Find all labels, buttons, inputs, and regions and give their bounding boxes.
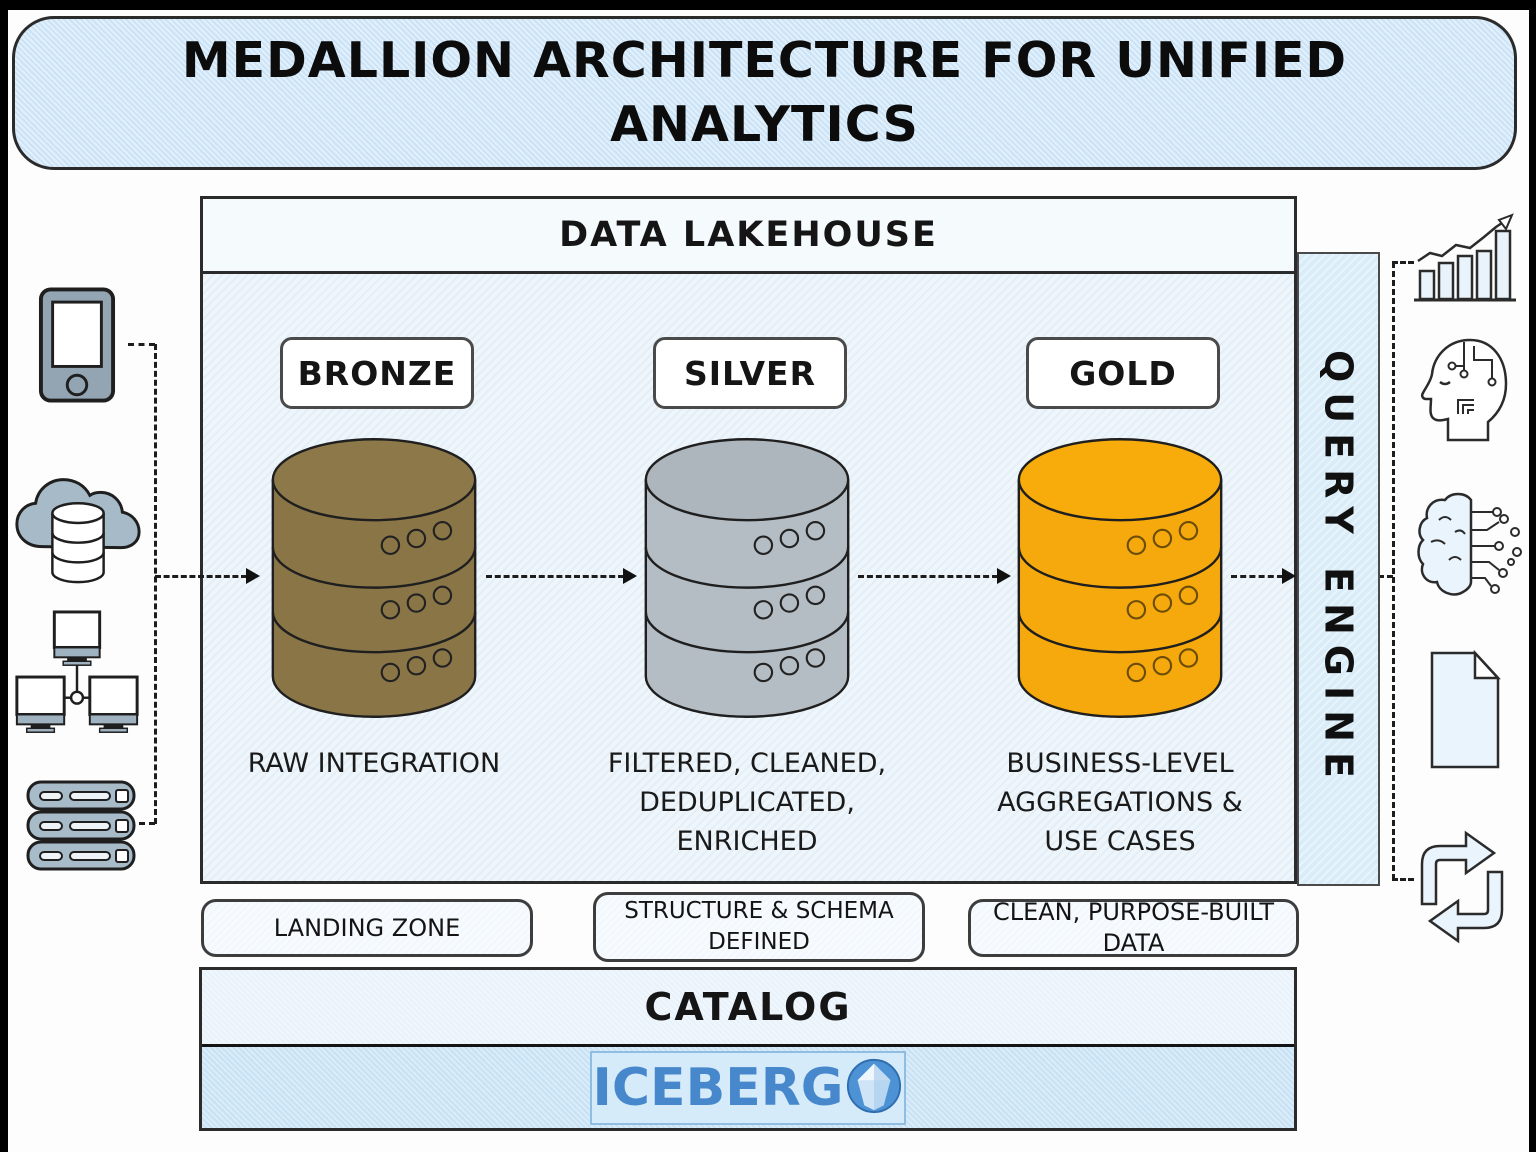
arrowhead <box>1282 568 1296 584</box>
title-line-2: ANALYTICS <box>610 96 919 153</box>
landing-zone-label: LANDING ZONE <box>273 913 461 942</box>
bronze-badge: BRONZE <box>280 337 474 409</box>
title-line-1: MEDALLION ARCHITECTURE FOR UNIFIED <box>181 32 1348 89</box>
flow-arrow-silver-to-gold <box>858 575 998 578</box>
gold-database-icon <box>1014 433 1226 723</box>
sync-connector-stub <box>1392 878 1414 881</box>
structure-schema-line: DEFINED <box>708 929 810 955</box>
gold-desc-line: USE CASES <box>1044 826 1196 857</box>
cloud-database-icon <box>8 452 148 594</box>
gold-badge: GOLD <box>1026 337 1220 409</box>
flow-arrow-sources-to-bronze <box>155 575 247 578</box>
frame-left-bar <box>0 0 8 1152</box>
iceberg-logo-icon <box>845 1057 903 1119</box>
sources-connector-line <box>154 344 157 824</box>
silver-desc-line: ENRICHED <box>676 826 818 857</box>
data-lakehouse-header: DATA LAKEHOUSE <box>200 196 1297 274</box>
arrowhead <box>997 568 1011 584</box>
clean-data-label: CLEAN, PURPOSE-BUILT DATA <box>992 898 1275 957</box>
silver-desc-line: DEDUPLICATED, <box>639 787 855 818</box>
landing-zone-note: LANDING ZONE <box>201 899 533 957</box>
catalog-panel: CATALOG ICEBERG <box>199 967 1297 1131</box>
mobile-connector-stub <box>128 343 155 346</box>
bronze-database-icon <box>268 433 480 723</box>
arrowhead <box>623 568 637 584</box>
iceberg-logo-text: ICEBERG <box>592 1057 844 1118</box>
ai-head-icon <box>1412 334 1512 450</box>
silver-badge-label: SILVER <box>683 353 817 393</box>
bronze-desc-line: RAW INTEGRATION <box>247 748 501 779</box>
query-engine-bar: QUERY ENGINE <box>1297 252 1380 886</box>
data-lakehouse-title: DATA LAKEHOUSE <box>559 215 938 255</box>
flow-arrow-gold-to-query-engine <box>1231 575 1283 578</box>
structure-schema-note: STRUCTURE & SCHEMA DEFINED <box>593 892 925 962</box>
gold-badge-label: GOLD <box>1069 353 1177 393</box>
catalog-header: CATALOG <box>202 970 1294 1047</box>
bar-chart-icon <box>1414 213 1516 309</box>
query-engine-label: QUERY ENGINE <box>1316 350 1361 788</box>
bronze-description: RAW INTEGRATION <box>194 744 554 783</box>
flow-arrow-bronze-to-silver <box>486 575 624 578</box>
sync-arrows-icon <box>1406 826 1518 952</box>
gold-desc-line: BUSINESS-LEVEL <box>1006 748 1234 779</box>
consumers-connector-line <box>1392 262 1395 880</box>
gold-desc-line: AGGREGATIONS & <box>997 787 1243 818</box>
brain-circuit-icon <box>1415 490 1525 609</box>
diagram-title-banner: MEDALLION ARCHITECTURE FOR UNIFIED ANALY… <box>12 16 1517 170</box>
catalog-logo-band: ICEBERG <box>202 1047 1294 1128</box>
server-connector-stub <box>139 822 155 825</box>
frame-right-bar <box>1529 0 1536 1152</box>
frame-top-bar <box>0 0 1536 10</box>
query-engine-connector-stub <box>1378 575 1393 578</box>
computer-network-icon <box>14 610 140 752</box>
mobile-device-icon <box>38 286 116 408</box>
document-icon <box>1429 649 1501 774</box>
arrowhead <box>246 568 260 584</box>
chart-connector-stub <box>1392 261 1414 264</box>
structure-schema-line: STRUCTURE & SCHEMA <box>624 898 894 924</box>
clean-data-note: CLEAN, PURPOSE-BUILT DATA <box>968 898 1299 957</box>
bronze-badge-label: BRONZE <box>297 353 457 393</box>
iceberg-logo: ICEBERG <box>590 1050 906 1125</box>
gold-description: BUSINESS-LEVEL AGGREGATIONS & USE CASES <box>940 744 1300 861</box>
silver-description: FILTERED, CLEANED, DEDUPLICATED, ENRICHE… <box>567 744 927 861</box>
silver-badge: SILVER <box>653 337 847 409</box>
silver-database-icon <box>641 433 853 723</box>
server-rack-icon <box>26 780 136 876</box>
catalog-title: CATALOG <box>644 985 852 1029</box>
silver-desc-line: FILTERED, CLEANED, <box>607 748 887 779</box>
